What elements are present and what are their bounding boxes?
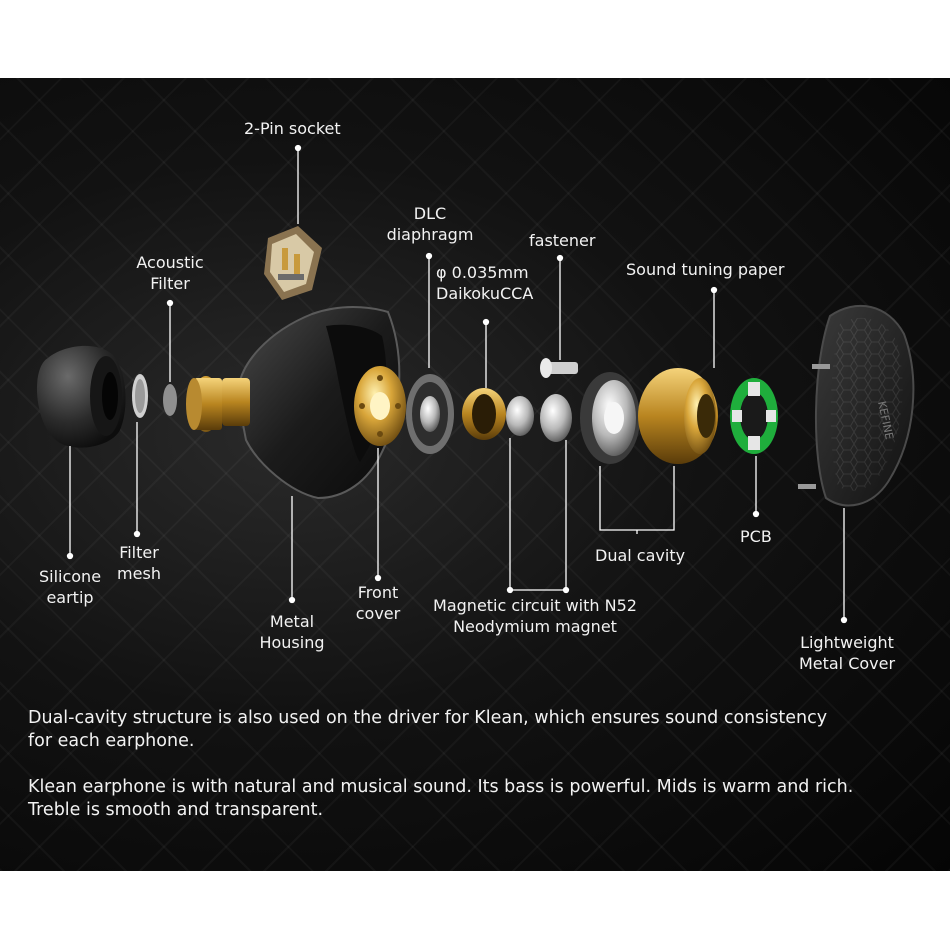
- label-filter-mesh-line1: Filter: [119, 543, 159, 562]
- label-magnetic-line1: Magnetic circuit with N52: [433, 596, 637, 615]
- label-filter-mesh: Filter mesh: [110, 542, 168, 584]
- dual-cavity-part: [580, 368, 718, 464]
- label-voice-coil: φ 0.035mm DaikokuCCA: [436, 262, 533, 304]
- label-metal-cover-line1: Lightweight: [800, 633, 894, 652]
- label-silicone-eartip: Silicone eartip: [30, 566, 110, 608]
- label-dlc-line2: diaphragm: [386, 225, 474, 244]
- label-dlc-diaphragm: DLC diaphragm: [380, 203, 480, 245]
- label-phi: φ 0.035mm: [436, 263, 529, 282]
- fastener-part: [540, 358, 578, 378]
- label-fastener: fastener: [529, 231, 596, 250]
- exploded-view-illustration: KEFINE: [36, 144, 915, 624]
- label-front-cover-line1: Front: [357, 583, 399, 602]
- voice-coil-part: [462, 388, 506, 440]
- two-pin-socket-part: [264, 226, 322, 300]
- acoustic-filter-part: [163, 384, 177, 416]
- label-dual-cavity: Dual cavity: [595, 546, 686, 565]
- label-metal-cover: Lightweight Metal Cover: [794, 632, 900, 674]
- label-housing-line2: Housing: [259, 633, 325, 652]
- dlc-diaphragm-part: [406, 374, 454, 454]
- label-acoustic-line1: Acoustic: [136, 253, 204, 272]
- label-front-cover-line2: cover: [355, 604, 401, 623]
- label-dlc-line1: DLC: [413, 204, 447, 223]
- filter-mesh-part: [132, 374, 148, 418]
- description-paragraph-1-line1: Dual-cavity structure is also used on th…: [28, 708, 828, 728]
- label-2-pin-socket: 2-Pin socket: [244, 119, 341, 138]
- label-magnetic-line2: Neodymium magnet: [453, 617, 617, 636]
- label-magnetic-circuit: Magnetic circuit with N52 Neodymium magn…: [430, 595, 640, 637]
- description-paragraph-2-line1: Klean earphone is with natural and music…: [28, 777, 854, 797]
- label-front-cover: Front cover: [344, 582, 412, 624]
- product-diagram-panel: KEFINE 2-Pin socket DLC diaphrag: [0, 78, 950, 871]
- label-metal-housing: Metal Housing: [252, 611, 332, 653]
- leader-lines: [66, 144, 848, 624]
- pcb-part: [730, 378, 778, 454]
- label-filter-mesh-line2: mesh: [117, 564, 161, 583]
- metal-cover-part: KEFINE: [798, 304, 915, 507]
- label-eartip-line1: Silicone: [38, 567, 102, 586]
- label-eartip-line2: eartip: [46, 588, 94, 607]
- pole-piece-part: [540, 394, 572, 442]
- label-housing-line1: Metal: [269, 612, 315, 631]
- description-paragraph-1-line2: for each earphone.: [28, 731, 195, 751]
- label-acoustic-line2: Filter: [150, 274, 190, 293]
- background-grid: [0, 78, 950, 871]
- label-daikoku: DaikokuCCA: [436, 284, 534, 303]
- label-metal-cover-line2: Metal Cover: [798, 654, 896, 673]
- magnet-part: [506, 396, 534, 436]
- label-pcb: PCB: [740, 527, 772, 546]
- description-paragraph-2-line2: Treble is smooth and transparent.: [28, 800, 324, 820]
- label-sound-tuning-paper: Sound tuning paper: [626, 260, 785, 279]
- silicone-eartip-part: [36, 345, 126, 448]
- label-acoustic-filter: Acoustic Filter: [130, 252, 210, 294]
- front-cover-part: [354, 366, 406, 446]
